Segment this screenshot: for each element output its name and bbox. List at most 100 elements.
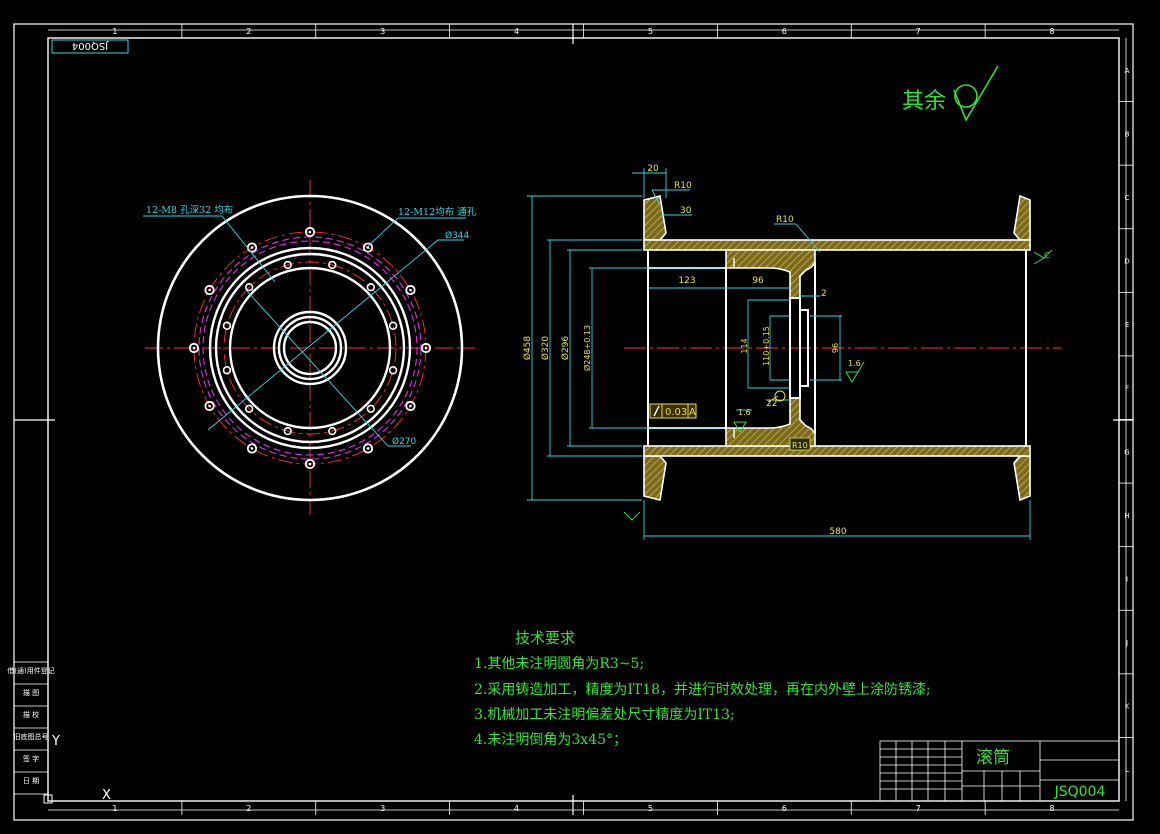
grid-row-label: G xyxy=(1124,448,1129,456)
tolerance-value: 0.03 xyxy=(665,407,687,418)
code-stamp: JSQ004 xyxy=(51,39,129,54)
bolt-hole-center xyxy=(208,404,211,408)
grid-row-label: L xyxy=(1125,766,1129,774)
tech-item-1: 1.其他未注明圆角为R3~5; xyxy=(474,656,644,672)
bolt-hole-center xyxy=(424,346,428,350)
tapped-hole xyxy=(366,404,376,414)
bolt-hole-center xyxy=(192,346,196,350)
tolerance-frame xyxy=(649,403,697,419)
dim-20: 20 xyxy=(647,164,659,174)
bolt-hole-center xyxy=(308,230,312,234)
inner-tapped-holes xyxy=(222,260,398,436)
bolt-hole xyxy=(304,226,316,238)
tech-item-4: 4.未注明倒角为3x45°； xyxy=(474,732,627,748)
dim-114: 114 xyxy=(740,338,749,353)
tapped-hole xyxy=(222,366,232,375)
grid-row-label: H xyxy=(1124,512,1129,520)
bolt-hole xyxy=(362,443,374,454)
dim-96-right: 96 xyxy=(831,343,840,353)
label-d270: Ø270 xyxy=(392,436,417,447)
grid-col-label-bottom: 4 xyxy=(514,804,519,813)
dim-d320: Ø320 xyxy=(540,336,551,361)
bolt-hole xyxy=(362,242,374,253)
side-stamp-0: 借(通)用件登记 xyxy=(7,666,54,675)
dim-r10-hub: R10 xyxy=(776,215,794,225)
grid-col-label-bottom: 1 xyxy=(112,804,117,813)
grid-col-label-top: 5 xyxy=(648,27,653,36)
side-stamp-table xyxy=(13,661,49,795)
grid-row-label: D xyxy=(1124,258,1129,266)
datum-a: A xyxy=(689,407,696,418)
grid-col-label-bottom: 3 xyxy=(380,804,385,813)
roughness-check-icon xyxy=(953,65,999,122)
label-d344: Ø344 xyxy=(445,230,470,241)
tapped-hole xyxy=(244,404,254,414)
tapped-hole xyxy=(388,366,398,375)
roughness-note-text: 其余 xyxy=(902,89,946,114)
grid-row-label: J xyxy=(1125,639,1128,647)
dim-96: 96 xyxy=(752,276,764,286)
dim-1-6: 1.6 xyxy=(848,359,861,368)
dim-d296: Ø296 xyxy=(560,336,571,361)
tapped-hole xyxy=(328,426,337,436)
dim-580: 580 xyxy=(829,527,846,537)
grid-col-label-top: 1 xyxy=(112,27,117,36)
bolt-hole xyxy=(405,400,416,412)
dim-r10-bottom: R10 xyxy=(792,441,808,450)
grid-col-label-top: 4 xyxy=(514,27,519,36)
tech-requirements: 技术要求 1.其他未注明圆角为R3~5; 2.采用铸造加工，精度为IT18，并进… xyxy=(474,629,931,748)
dim-2: 2 xyxy=(821,289,827,299)
grid-col-label-top: 7 xyxy=(916,27,921,36)
label-holes-m12: 12-M12均布 通孔 xyxy=(398,206,477,218)
dim-123: 123 xyxy=(678,276,695,286)
dim-22: 22 xyxy=(766,399,777,409)
bolt-hole xyxy=(188,342,200,354)
dim-d458: Ø458 xyxy=(522,336,533,361)
bolt-hole-center xyxy=(409,404,412,408)
grid-row-label: E xyxy=(1125,321,1129,329)
grid-col-label-bottom: 5 xyxy=(648,804,653,813)
tapped-hole xyxy=(328,260,337,270)
bolt-hole xyxy=(246,443,258,454)
bolt-hole xyxy=(304,458,316,470)
dim-bore: Ø248+0.13 xyxy=(582,325,592,371)
tapped-hole xyxy=(222,321,232,330)
bolt-hole xyxy=(405,284,416,296)
bolt-hole-center xyxy=(366,447,370,450)
ucs-y-label: Y xyxy=(51,734,60,749)
grid-row-label: I xyxy=(1126,575,1128,583)
grid-row-label: A xyxy=(1125,67,1130,75)
grid-col-label-bottom: 7 xyxy=(916,804,921,813)
bolt-hole-center xyxy=(409,288,412,292)
tapped-hole xyxy=(283,260,292,270)
side-stamp-3: 旧底图总号 xyxy=(14,732,49,741)
tapped-hole xyxy=(244,282,254,292)
dim-30: 30 xyxy=(680,206,692,216)
grid-col-label-bottom: 6 xyxy=(782,804,787,813)
grid-col-label-bottom: 8 xyxy=(1050,804,1055,813)
roughness-c: C xyxy=(1044,251,1050,260)
grid-col-label-top: 6 xyxy=(782,27,787,36)
grid-row-label: C xyxy=(1125,194,1130,202)
bolt-hole xyxy=(204,400,215,412)
side-stamp-1: 描 图 xyxy=(23,688,39,697)
bolt-hole-center xyxy=(308,462,312,466)
tech-item-3: 3.机械加工未注明偏差处尺寸精度为IT13; xyxy=(474,707,735,723)
front-view: 12-M8 孔深32 均布 12-M12均布 通孔 Ø344 Ø270 xyxy=(143,180,477,515)
title-drawing-no: JSQ004 xyxy=(1054,784,1106,800)
label-holes-m8: 12-M8 孔深32 均布 xyxy=(146,204,233,216)
title-block xyxy=(879,740,1120,802)
grid-col-label-top: 8 xyxy=(1050,27,1055,36)
roughness-circle-icon xyxy=(954,84,978,108)
dim-1-6b: 1.6 xyxy=(738,408,751,417)
grid-row-label: F xyxy=(1125,385,1129,393)
dim-r10-top: R10 xyxy=(674,181,692,191)
drawing-border xyxy=(13,23,1134,821)
bolt-hole xyxy=(420,342,432,354)
grid-col-label-top: 3 xyxy=(380,27,385,36)
code-stamp-text: JSQ004 xyxy=(72,40,109,51)
bolt-hole xyxy=(204,284,215,296)
side-stamp-4: 签 字 xyxy=(23,754,39,763)
